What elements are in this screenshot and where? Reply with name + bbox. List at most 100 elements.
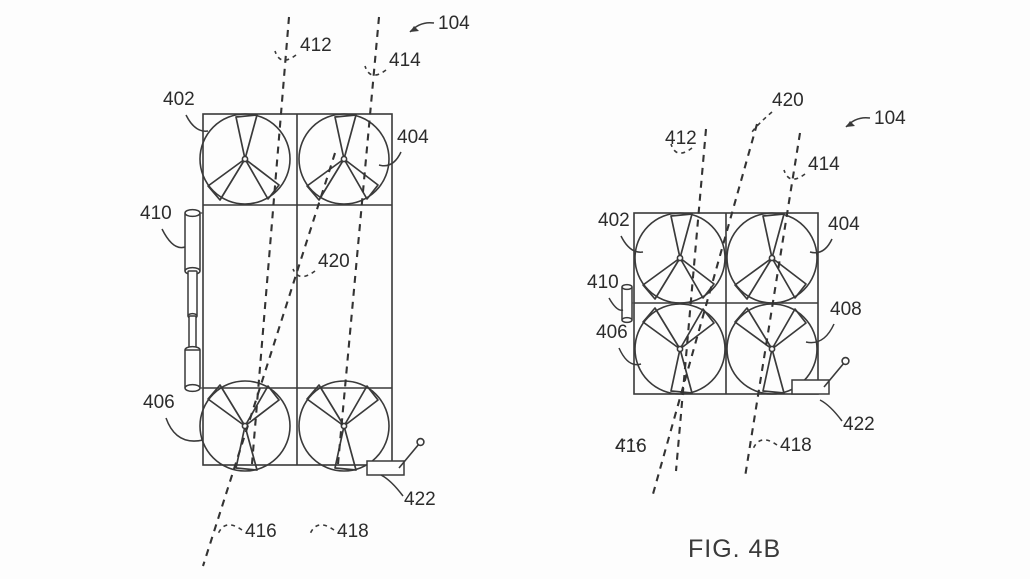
rotor-406-blade-down [235,425,258,471]
handle-422-right [791,356,850,395]
leader-418-right [752,439,778,450]
ref-406-right: 406 [596,322,628,343]
rotor-408-right-blade-down [762,348,785,394]
handle-422-right-body [791,379,830,395]
leader-410-left [161,228,186,249]
strut-410-cap-bottom [184,383,201,393]
strut-410-extended [184,208,203,393]
leader-420-right [751,111,773,133]
rotor-408-right-blade-ul [734,307,773,350]
rotor-408-blade-upper-left [306,384,345,427]
rotor-404-blade-lower-right [343,158,379,200]
leader-408-right [805,323,835,344]
ref-410-left: 410 [140,203,172,224]
ref-104-left: 104 [438,13,470,34]
rotor-404-hub [340,155,348,163]
rotor-402-right-blade-up [670,213,693,259]
ref-422-right: 422 [843,414,875,435]
rotor-408-right-hub [768,345,776,353]
rotor-408-blade-upper-right [343,385,379,427]
rotor-402 [199,113,291,205]
ref-416-right: 416 [615,436,647,457]
ref-416-left: 416 [245,521,277,542]
leader-422-right [819,399,843,422]
ref-408-right: 408 [830,299,862,320]
rotor-404 [298,113,390,205]
rotor-406-right [634,303,726,395]
rotor-406-right-hub [676,345,684,353]
leader-420-left [292,268,316,278]
rotor-402-blade-up [235,114,258,160]
rotor-402-disc [199,113,291,205]
assembly-arrow-104-left [409,21,435,33]
left-frame [202,113,393,466]
rotor-406-blade-upper-left [207,384,246,427]
leader-410-right [608,297,624,311]
rotor-402-right-blade-ll [642,257,681,300]
ref-420-right: 420 [772,90,804,111]
axis-line-412-left [250,16,291,465]
ref-404-right: 404 [828,214,860,235]
rotor-402-right [634,212,726,304]
rotor-408-left-figure [298,380,390,472]
ref-412-left: 412 [300,35,332,56]
ref-404-left: 404 [397,127,429,148]
strut-410-right-body [621,286,633,321]
rotor-404-blade-lower-left [306,158,345,201]
rotor-408-right [726,303,818,395]
rotor-402-right-hub [676,254,684,262]
rotor-406-right-disc [634,303,726,395]
strut-410-right-cap-bottom [621,316,633,324]
axis-line-414-right [743,132,802,478]
handle-422-knob [416,437,425,447]
leader-416-left [217,524,243,535]
axis-line-414-left [336,16,381,465]
rotor-404-disc [298,113,390,205]
leader-406-left [165,417,204,442]
leader-404-left [378,151,402,167]
strut-410-right-cap-top [621,283,633,291]
rotor-404-right-hub [768,254,776,262]
axis-line-412-right [674,128,708,472]
rotor-408-right-blade-ur [771,308,807,350]
rotor-404-right-blade-lr [771,257,807,299]
ref-402-left: 402 [163,89,195,110]
ref-420-left: 420 [318,251,350,272]
strut-410-cap-top [184,208,201,218]
leader-404-right [809,238,833,254]
rotor-408-disc [298,380,390,472]
leader-414-left [364,65,387,76]
rotor-402-right-disc [634,212,726,304]
handle-422-left [366,437,425,476]
rotor-404-right-blade-up [762,213,785,259]
rotor-402-hub [241,155,249,163]
leader-422-left [380,474,404,497]
leader-406-right [618,347,642,366]
handle-422-right-knob [841,356,850,366]
handle-422-right-rod [823,362,845,388]
ref-104-right: 104 [874,108,906,129]
rotor-406-right-blade-ul [642,307,681,350]
rotor-402-right-blade-lr [679,257,715,299]
handle-422-rod [398,443,420,469]
leader-412-right [670,143,693,154]
leader-402-left [185,114,209,132]
strut-410-seg1 [184,212,201,272]
rotor-404-right-blade-ll [734,257,773,300]
ref-418-left: 418 [337,521,369,542]
leader-402-right [620,235,644,253]
rotor-406-disc [199,380,291,472]
arrow-104-right-head [846,121,855,127]
assembly-arrow-104-right [845,116,871,128]
right-labels: 402 404 406 408 410 412 414 416 418 420 … [587,90,906,457]
ref-414-left: 414 [389,50,421,71]
strut-410-collapsed [621,283,634,324]
leader-414-right [783,169,806,180]
ref-418-right: 418 [780,435,812,456]
strut-410-seg3 [188,315,197,351]
leader-412-left [274,50,297,61]
handle-422-body [366,460,405,476]
ref-412-right: 412 [665,128,697,149]
